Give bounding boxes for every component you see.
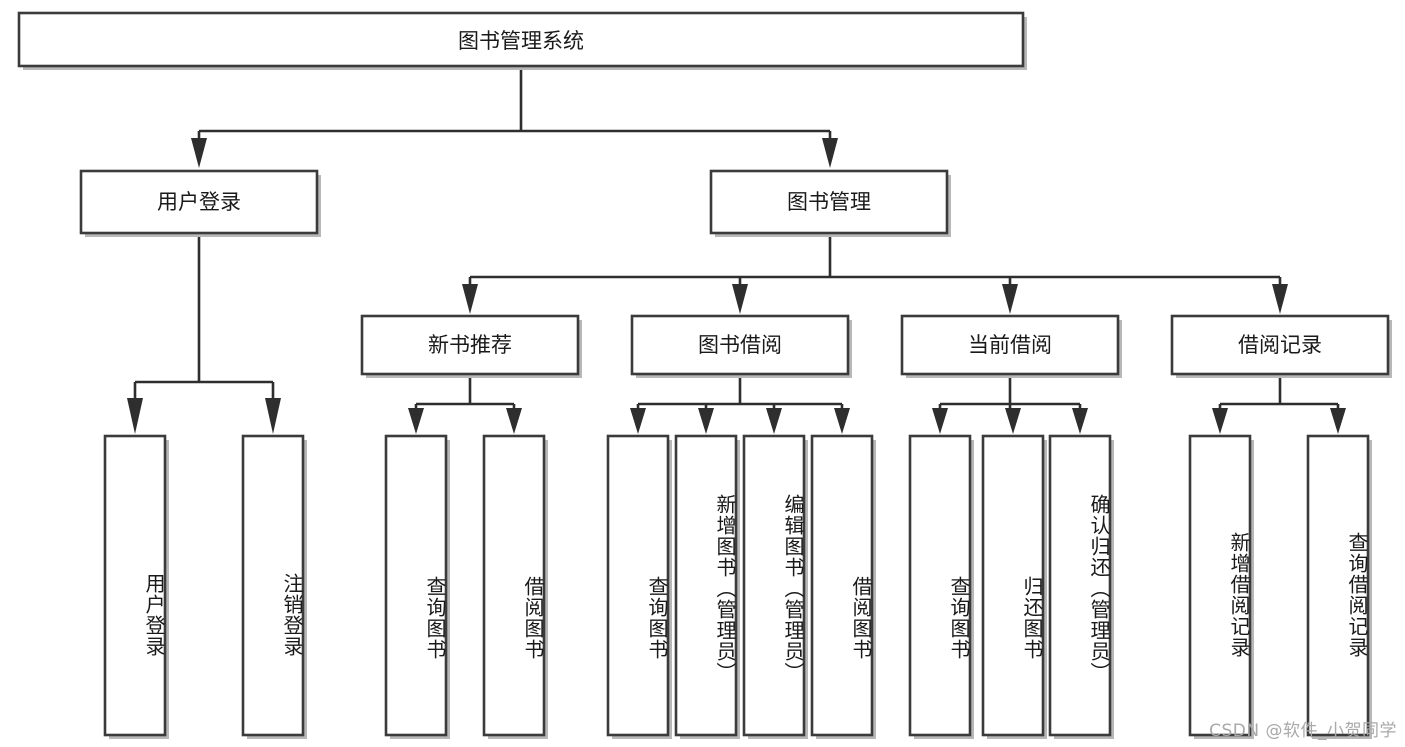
leaf-borrow-query-box[interactable] [606, 434, 670, 737]
leaf-rec-search-box[interactable] [1306, 434, 1370, 737]
node-borrow-record-label: 借阅记录 [1238, 333, 1322, 357]
leaf-logout-box[interactable] [241, 434, 305, 737]
connector-group-root-to-level2 [191, 66, 838, 168]
arrow-to-leaf-cur-query [932, 408, 948, 434]
node-user-login-box[interactable] [79, 169, 319, 235]
node-current-borrow[interactable]: 当前借阅 [900, 314, 1122, 378]
node-new-book-rec-label: 新书推荐 [428, 333, 512, 357]
node-book-borrow-label: 图书借阅 [698, 333, 782, 357]
arrow-to-leaf-rec-search [1330, 408, 1346, 434]
arrow-to-book-manage [822, 138, 838, 168]
leaf-rec-add-box[interactable] [1188, 434, 1252, 737]
node-user-login[interactable]: 用户登录 [79, 169, 321, 237]
node-book-manage-label: 图书管理 [787, 190, 871, 214]
leaf-rec-query-box[interactable] [384, 434, 448, 737]
connector-group-book-manage-to-level3 [462, 233, 1288, 314]
connector-group-user-login-to-leaves [127, 233, 281, 434]
leaf-user-login-box[interactable] [103, 434, 167, 737]
node-root[interactable]: 图书管理系统 [17, 11, 1027, 70]
node-root-label: 图书管理系统 [458, 29, 584, 53]
arrow-to-current-borrow [1002, 284, 1018, 314]
arrow-to-book-borrow [732, 284, 748, 314]
node-current-borrow-box[interactable] [900, 314, 1120, 376]
arrow-to-leaf-rec-query [408, 408, 424, 434]
leaf-cur-confirm-box[interactable] [1048, 434, 1112, 737]
arrow-to-leaf-cur-return [1005, 408, 1021, 434]
node-new-book-rec-box[interactable] [360, 314, 580, 376]
arrow-to-leaf-cur-confirm [1072, 408, 1088, 434]
node-current-borrow-label: 当前借阅 [968, 333, 1052, 357]
leaf-cur-return-box[interactable] [981, 434, 1045, 737]
csdn-watermark: CSDN @软件_小贺同学 [1209, 721, 1397, 741]
arrow-to-leaf-borrow-add [698, 408, 714, 434]
connector-group-current-borrow-to-leaves [932, 374, 1088, 434]
connector-group-new-book-rec-to-leaves [408, 374, 522, 434]
node-book-manage-box[interactable] [709, 169, 949, 235]
node-root-box[interactable] [17, 11, 1025, 68]
connector-group-book-borrow-to-leaves [630, 374, 850, 434]
arrow-to-leaf-borrow-do [834, 408, 850, 434]
node-new-book-rec[interactable]: 新书推荐 [360, 314, 582, 378]
node-user-login-label: 用户登录 [157, 190, 241, 214]
arrow-to-leaf-rec-add [1212, 408, 1228, 434]
node-borrow-record-box[interactable] [1170, 314, 1390, 376]
leaf-borrow-edit-box[interactable] [742, 434, 806, 737]
arrow-to-new-book-rec [462, 284, 478, 314]
arrow-to-leaf-rec-borrow [506, 408, 522, 434]
arrow-to-leaf-user-login [127, 398, 143, 434]
leaf-cur-query-box[interactable] [908, 434, 972, 737]
leaf-borrow-add-box[interactable] [674, 434, 738, 737]
node-book-manage[interactable]: 图书管理 [709, 169, 951, 237]
leaf-boxes [103, 434, 1372, 739]
node-borrow-record[interactable]: 借阅记录 [1170, 314, 1392, 378]
arrow-to-leaf-borrow-query [630, 408, 646, 434]
arrow-to-user-login [191, 138, 207, 168]
arrow-to-leaf-borrow-edit [766, 408, 782, 434]
arrow-to-leaf-logout [265, 398, 281, 434]
leaf-borrow-do-box[interactable] [810, 434, 874, 737]
node-book-borrow[interactable]: 图书借阅 [630, 314, 852, 378]
node-book-borrow-box[interactable] [630, 314, 850, 376]
connector-group-borrow-record-to-leaves [1212, 374, 1346, 434]
leaf-rec-borrow-box[interactable] [482, 434, 546, 737]
arrow-to-borrow-record [1272, 284, 1288, 314]
